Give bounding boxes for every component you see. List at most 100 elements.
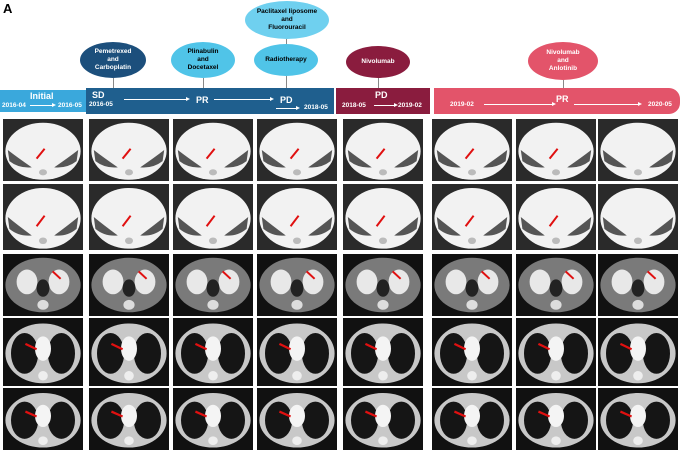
ct-scan-image [89, 254, 169, 316]
treatment-label: Nivolumab and Anlotinib [546, 48, 580, 73]
treatment-label: Plinabulin and Docetaxel [187, 47, 219, 72]
timeline-initial-bar: Initial 2016-04 2016-05 [0, 90, 86, 112]
ct-scan-drawing [343, 184, 423, 250]
ct-scan-image [89, 318, 169, 386]
treatment-pemetrexed-carboplatin: Pemetrexed and Carboplatin [80, 42, 146, 78]
ct-scan-image [516, 318, 596, 386]
ct-scan-image [343, 318, 423, 386]
ct-scan-drawing [89, 184, 169, 250]
ct-scan-drawing [257, 119, 337, 181]
ct-scan-drawing [343, 388, 423, 450]
ct-scan-image [173, 318, 253, 386]
phase-end-date: 2020-05 [648, 101, 672, 108]
ct-scan-drawing [257, 318, 337, 386]
phase-start-date: 2016-04 [2, 102, 26, 109]
treatment-paclitaxel-fluorouracil: Paclitaxel liposome and Fluorouracil [245, 1, 329, 39]
ct-scan-drawing [343, 119, 423, 181]
ct-scan-drawing [89, 119, 169, 181]
phase-label: PR [556, 94, 569, 104]
ct-scan-drawing [432, 318, 512, 386]
ct-scan-drawing [598, 388, 678, 450]
ct-scan-image [343, 184, 423, 250]
timeline-arrow [30, 103, 56, 107]
ct-scan-drawing [343, 318, 423, 386]
ct-scan-image [598, 318, 678, 386]
ct-scan-image [173, 184, 253, 250]
ct-scan-image [516, 388, 596, 450]
connector-line [286, 39, 287, 44]
ct-scan-image [173, 388, 253, 450]
ct-scan-image [3, 254, 83, 316]
ct-scan-drawing [89, 254, 169, 316]
connector-line [378, 78, 379, 88]
ct-scan-image [432, 318, 512, 386]
ct-scan-drawing [516, 184, 596, 250]
ct-scan-drawing [257, 254, 337, 316]
ct-scan-drawing [3, 254, 83, 316]
ct-scan-drawing [432, 388, 512, 450]
timeline-arrow [214, 97, 274, 101]
ct-scan-image [598, 388, 678, 450]
ct-scan-drawing [516, 119, 596, 181]
ct-scan-image [343, 254, 423, 316]
ct-scan-image [89, 184, 169, 250]
ct-scan-drawing [598, 184, 678, 250]
treatment-label: Radiotherapy [265, 55, 307, 63]
treatment-radiotherapy: Radiotherapy [254, 44, 318, 76]
ct-scan-image [257, 388, 337, 450]
ct-scan-drawing [173, 318, 253, 386]
connector-line [563, 80, 564, 88]
ct-scan-drawing [432, 184, 512, 250]
ct-scan-drawing [598, 318, 678, 386]
phase-end-date: 2019-02 [398, 102, 422, 109]
ct-scan-image [432, 119, 512, 181]
ct-scan-image [432, 388, 512, 450]
timeline-arrow [276, 106, 300, 110]
phase-end-date: 2018-05 [304, 104, 328, 111]
ct-scan-drawing [173, 388, 253, 450]
ct-scan-drawing [173, 254, 253, 316]
ct-scan-image [257, 119, 337, 181]
connector-line [286, 76, 287, 88]
ct-scan-drawing [516, 318, 596, 386]
timeline-arrow [124, 97, 190, 101]
ct-scan-drawing [432, 119, 512, 181]
ct-scan-image [343, 119, 423, 181]
treatment-label: Paclitaxel liposome and Fluorouracil [256, 7, 318, 32]
ct-scan-image [432, 184, 512, 250]
ct-scan-drawing [173, 119, 253, 181]
treatment-nivolumab-anlotinib: Nivolumab and Anlotinib [528, 42, 598, 80]
phase-label: PR [196, 95, 209, 105]
panel-label: A [3, 1, 13, 16]
timeline-treatment-bar: SD 2016-05 PR PD 2018-05 [86, 88, 334, 114]
ct-scan-image [3, 388, 83, 450]
timeline-arrow [484, 102, 556, 106]
ct-scan-image [257, 184, 337, 250]
ct-scan-drawing [173, 184, 253, 250]
phase-start-date: 2018-05 [342, 102, 366, 109]
connector-line [203, 78, 204, 88]
ct-scan-drawing [257, 184, 337, 250]
ct-scan-image [257, 318, 337, 386]
phase-label: PD [375, 90, 388, 100]
ct-scan-image [3, 318, 83, 386]
ct-scan-drawing [598, 254, 678, 316]
ct-scan-drawing [3, 119, 83, 181]
ct-scan-image [516, 184, 596, 250]
ct-scan-image [89, 119, 169, 181]
phase-label: PD [280, 95, 293, 105]
ct-scan-image [3, 119, 83, 181]
phase-start-date: 2019-02 [450, 101, 474, 108]
ct-scan-image [598, 184, 678, 250]
ct-scan-drawing [432, 254, 512, 316]
ct-scan-image [257, 254, 337, 316]
ct-scan-image [516, 119, 596, 181]
ct-scan-image [598, 254, 678, 316]
ct-scan-drawing [257, 388, 337, 450]
ct-scan-drawing [89, 318, 169, 386]
treatment-nivolumab: Nivolumab [346, 46, 410, 78]
ct-scan-image [516, 254, 596, 316]
timeline-arrow [574, 102, 642, 106]
treatment-label: Pemetrexed and Carboplatin [94, 47, 132, 72]
ct-scan-drawing [516, 388, 596, 450]
